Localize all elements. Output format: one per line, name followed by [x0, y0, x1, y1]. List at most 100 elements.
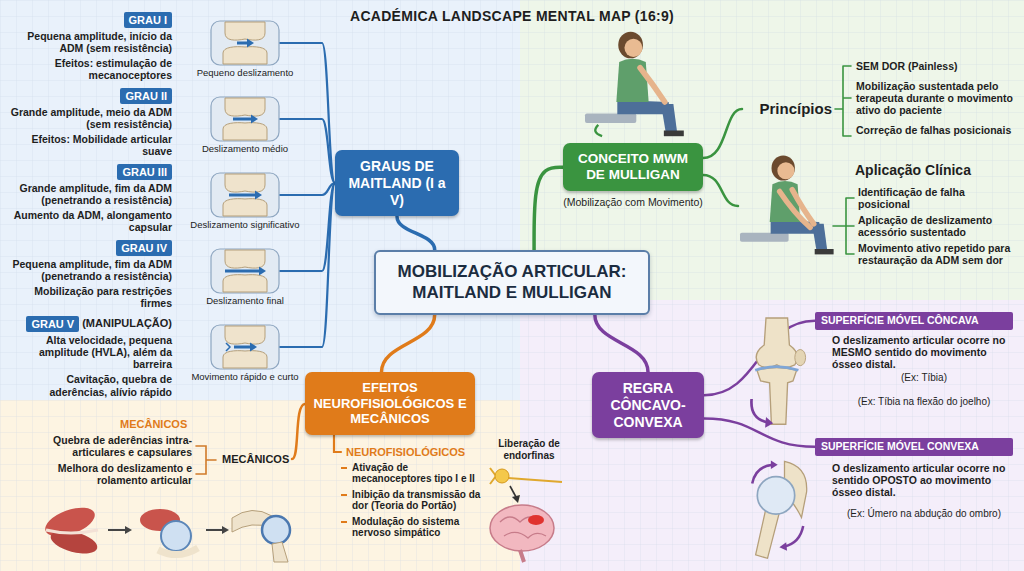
mechanical-illustration — [41, 502, 290, 562]
grade-badge: GRAU III — [117, 164, 172, 180]
shoulder-illustration — [779, 542, 787, 551]
mechanical-illustration — [41, 502, 99, 558]
bone-shape — [223, 351, 267, 368]
effect-item: Ativação de mecanoceptores tipo I e II — [352, 462, 482, 484]
grade-label: GRAU IV — [121, 241, 167, 255]
branch-connector — [534, 167, 563, 250]
central-title: MOBILIZAÇÃO ARTICULAR: MAITLAND E MULLIG… — [386, 261, 638, 304]
knee-illustration — [757, 368, 797, 425]
speed-mark — [226, 343, 230, 351]
therapist-illustration — [595, 125, 602, 136]
subsection-heading: MECÂNICOS — [120, 418, 187, 431]
icon-frame — [211, 21, 279, 65]
grade-description: Pequena amplitude, fim da ADM (penetrand… — [8, 258, 172, 282]
grade-description: Grande amplitude, meio da ADM (sem resis… — [8, 106, 172, 130]
therapist-illustration — [640, 68, 665, 102]
rule-example: (Ex: Tíbia) — [832, 372, 1016, 384]
bone-shape — [223, 47, 267, 64]
joint-glide-icon: Deslizamento médio — [175, 96, 315, 155]
mechanical-illustration — [125, 526, 132, 534]
application-item: Movimento ativo repetido para restauraçã… — [858, 242, 1018, 266]
mechanical-illustration — [161, 521, 191, 551]
bone-shape — [225, 174, 265, 192]
branch-connector — [280, 43, 335, 183]
grade-effect: Aumento da ADM, alongamento capsular — [8, 209, 172, 233]
leader-line — [703, 175, 738, 206]
effect-item: Modulação do sistema nervoso simpático — [352, 516, 482, 538]
mechanical-illustration — [158, 548, 198, 555]
grade-effect: Mobilização para restrições firmes — [8, 285, 172, 309]
leader-line — [835, 66, 851, 136]
glide-arrow — [229, 194, 255, 197]
shoulder-illustration — [756, 509, 780, 558]
glide-caption: Movimento rápido e curto — [175, 372, 315, 383]
joint-glide-icon: Deslizamento final — [175, 248, 315, 307]
rule-example: (Ex: Úmero na abdução do ombro) — [832, 508, 1016, 520]
rule-description: O deslizamento articular ocorre no senti… — [832, 462, 1016, 498]
subtitle-text: (Mobilização com Movimento) — [563, 196, 702, 208]
joint-icon — [210, 20, 280, 66]
therapist-illustration — [815, 249, 834, 254]
branch-title: REGRA CÔNCAVO-CONVEXA — [600, 380, 696, 430]
bullet-dash — [341, 521, 347, 523]
shoulder-illustration — [785, 526, 804, 546]
therapist-illustration — [740, 155, 834, 254]
branch-topic: REGRA CÔNCAVO-CONVEXA — [592, 372, 704, 438]
grade-badge: GRAU II — [120, 88, 172, 104]
knee-illustration — [765, 417, 773, 428]
grade-label: GRAU III — [122, 165, 167, 179]
leader-line — [196, 446, 216, 474]
mechanical-illustration — [46, 530, 98, 533]
bone-shape — [223, 199, 267, 216]
knee-illustration — [751, 318, 805, 428]
grade-label: GRAU V — [31, 317, 74, 331]
grade-effect: Efeitos: Mobilidade articular suave — [8, 133, 172, 157]
joint-glide-icon: Pequeno deslizamento — [175, 20, 315, 79]
grade-badge: GRAU V — [26, 316, 79, 332]
knee-illustration — [751, 399, 767, 422]
icon-frame — [211, 97, 279, 141]
rule-description: O deslizamento articular ocorre no MESMO… — [832, 334, 1016, 370]
shoulder-illustration — [771, 461, 778, 470]
effect-item: Quebra de aderências intra-articulares e… — [20, 434, 192, 458]
grade-label: GRAU I — [129, 13, 168, 27]
branch-connector — [280, 183, 335, 347]
surface-title: SUPERFÍCIE MÓVEL CONVEXA — [821, 440, 1007, 454]
therapist-illustration — [585, 113, 636, 123]
effect-item: Melhora do deslizamento e rolamento arti… — [20, 462, 192, 486]
leader-line — [292, 404, 305, 459]
surface-title: SUPERFÍCIE MÓVEL CÔNCAVA — [821, 314, 1007, 328]
glide-arrow — [225, 270, 259, 273]
leader-line — [703, 109, 742, 158]
shoulder-illustration — [757, 477, 794, 514]
surface-header: SUPERFÍCIE MÓVEL CONVEXA — [815, 438, 1013, 456]
bullet-dash — [341, 494, 347, 496]
bone-shape — [225, 250, 265, 268]
bone-shape — [225, 22, 265, 40]
application-item: Aplicação de deslizamento acessório sust… — [858, 214, 1018, 238]
mechanical-illustration — [108, 529, 125, 531]
mechanical-illustration — [262, 516, 290, 544]
therapist-illustration — [661, 104, 677, 133]
icon-frame — [211, 325, 279, 369]
branch-topic: EFEITOS NEUROFISIOLÓGICOS E MECÂNICOS — [305, 372, 475, 435]
application-item: Identificação de falha posicional — [858, 186, 1018, 210]
principle-item: Correção de falhas posicionais — [856, 124, 1016, 136]
mechanical-illustration — [206, 529, 222, 531]
branch-connector — [595, 315, 648, 373]
glide-caption: Deslizamento final — [175, 296, 315, 307]
subsection-heading: NEUROFISIOLÓGICOS — [346, 446, 465, 459]
glide-arrow — [233, 118, 251, 121]
endorphin-neuron — [490, 468, 562, 484]
brain-illustration — [520, 550, 524, 562]
glide-arrow — [237, 42, 247, 45]
grade-description: Grande amplitude, fim da ADM (penetrando… — [8, 182, 172, 206]
shoulder-illustration — [752, 461, 807, 559]
knee-illustration — [795, 350, 806, 366]
grade-description: Alta velocidade, pequena amplitude (HVLA… — [8, 334, 172, 370]
branch-topic: CONCEITO MWM DE MULLIGAN(Mobilização com… — [563, 143, 703, 191]
therapist-illustration — [812, 224, 827, 251]
rule-example: (Ex: Tíbia na flexão do joelho) — [832, 396, 1016, 408]
effect-item: Inibição da transmissão da dor (Teoria d… — [352, 489, 482, 511]
